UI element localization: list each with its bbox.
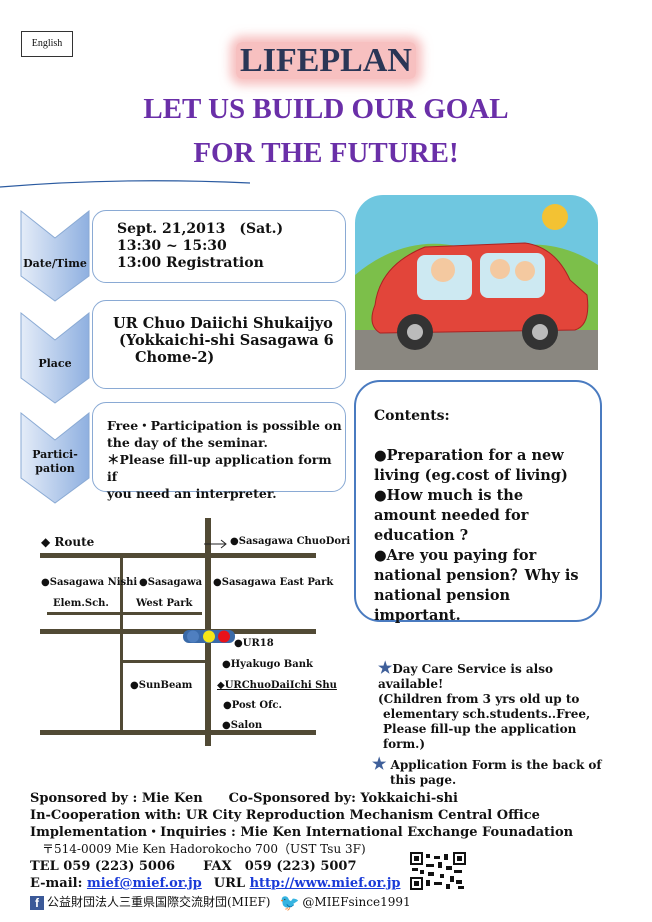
fax-text: FAX 059 (223) 5007 bbox=[203, 859, 357, 874]
qr-code[interactable] bbox=[410, 852, 466, 890]
date-time-box: Sept. 21,2013 (Sat.) 13:30 ~ 15:30 13:00… bbox=[92, 210, 346, 283]
place-name: UR Chuo Daiichi Shukaijyo bbox=[113, 315, 333, 332]
english-language-button[interactable]: English bbox=[21, 31, 73, 57]
time-text: 13:30 ~ 15:30 bbox=[117, 238, 227, 254]
email-link[interactable]: mief@mief.or.jp bbox=[86, 876, 202, 891]
map-label: ●Sasagawa Nishi bbox=[41, 577, 138, 588]
map-label: ●Post Ofc. bbox=[223, 700, 282, 711]
map-label: ●UR18 bbox=[234, 638, 274, 649]
twitter-handle[interactable]: @MIEFsince1991 bbox=[302, 895, 411, 909]
participation-box: Free・Participation is possible on the da… bbox=[92, 402, 346, 501]
place-box: UR Chuo Daiichi Shukaijyo (Yokkaichi-shi… bbox=[92, 300, 346, 389]
chevron-date-time: Date/Time bbox=[20, 210, 90, 302]
contents-heading: Contents: bbox=[374, 408, 450, 424]
participation-label-2: pation bbox=[35, 462, 75, 475]
participation-label-1: Partici- bbox=[32, 448, 78, 461]
participation-label: Partici-pation bbox=[20, 448, 90, 476]
daycare-detail: (Children from 3 yrs old up to bbox=[378, 692, 580, 706]
road bbox=[40, 730, 316, 735]
family-car-illustration bbox=[355, 195, 598, 370]
application-note-2: this page. bbox=[390, 773, 457, 787]
footer: Sponsored by : Mie Ken Co-Sponsored by: … bbox=[30, 790, 573, 911]
participation-line-3: ＊Please fill-up application form if bbox=[107, 452, 332, 484]
cooperation-text: In-Cooperation with: UR City Reproductio… bbox=[30, 808, 540, 823]
place-address-2: Chome-2) bbox=[135, 349, 215, 366]
date-time-label: Date/Time bbox=[23, 257, 87, 270]
daycare-detail: elementary sch.students..Free, bbox=[383, 707, 591, 721]
traffic-light-icon bbox=[183, 630, 235, 643]
participation-line-4: you need an interpreter. bbox=[107, 486, 277, 501]
place-label: Place bbox=[38, 357, 72, 370]
subtitle-line-2: FOR THE FUTURE! bbox=[193, 137, 459, 169]
contents-box: Contents: ●Preparation for a new living … bbox=[354, 380, 602, 624]
map-label: ●Hyakugo Bank bbox=[222, 659, 313, 670]
email-label: E-mail: bbox=[30, 876, 83, 891]
decorative-swoosh bbox=[0, 180, 251, 188]
title-text: LIFEPLAN bbox=[236, 42, 416, 79]
map-label: ●SunBeam bbox=[130, 680, 193, 691]
participation-line-1: Free・Participation is possible on bbox=[107, 418, 342, 433]
star-icon: ★ bbox=[378, 658, 393, 677]
star-icon: ★ bbox=[372, 754, 387, 773]
address-text: 〒514-0009 Mie Ken Hadorokocho 700（UST Ts… bbox=[42, 842, 366, 856]
route-heading: ◆ Route bbox=[41, 535, 95, 549]
facebook-name[interactable]: 公益財団法人三重県国際交流財団(MIEF) bbox=[47, 895, 271, 909]
place-address-1: (Yokkaichi-shi Sasagawa 6 bbox=[119, 332, 334, 349]
application-note: Application Form is the back of bbox=[390, 758, 602, 772]
chevron-place: Place bbox=[20, 312, 90, 404]
contents-item: ●Are you paying for national pension？Why… bbox=[374, 547, 579, 624]
subtitle-line-1: LET US BUILD OUR GOAL bbox=[143, 93, 509, 125]
notes: ★Day Care Service is also available! (Ch… bbox=[372, 658, 608, 788]
sponsor-text: Sponsored by : Mie Ken Co-Sponsored by: … bbox=[30, 791, 458, 806]
facebook-icon[interactable]: f bbox=[30, 895, 44, 910]
contents-item: ●How much is the amount needed for educa… bbox=[374, 487, 529, 544]
date-text: Sept. 21,2013 (Sat.) bbox=[117, 221, 284, 237]
route-map: ◆ Route ●Sasagawa ChuoDori ●Sasagawa Nis… bbox=[0, 0, 350, 760]
map-label: ●Sasagawa East Park bbox=[213, 577, 334, 588]
participation-line-2: the day of the seminar. bbox=[107, 435, 268, 450]
daycare-detail: Please fill-up the application form.) bbox=[383, 722, 577, 751]
road bbox=[122, 660, 208, 663]
map-label: Elem.Sch. bbox=[53, 598, 109, 609]
contents-item: ●Preparation for a new living (eg.cost o… bbox=[374, 447, 568, 484]
map-label: ●Sasagawa bbox=[139, 577, 203, 588]
daycare-note: Day Care Service is also available! bbox=[378, 662, 553, 691]
implementation-text: Implementation・Inquiries : Mie Ken Inter… bbox=[30, 825, 574, 840]
road bbox=[47, 612, 202, 615]
website-link[interactable]: http://www.mief.or.jp bbox=[249, 876, 401, 891]
url-label: URL bbox=[213, 876, 246, 891]
registration-text: 13:00 Registration bbox=[117, 255, 264, 271]
road bbox=[40, 629, 316, 634]
arrow-right-icon bbox=[204, 539, 227, 549]
map-label: ●Sasagawa ChuoDori bbox=[230, 536, 351, 547]
venue-map-label: ◆URChuoDaiIchi Shu bbox=[217, 680, 337, 691]
road bbox=[40, 553, 316, 558]
road bbox=[120, 555, 123, 733]
chevron-participation: Partici-pation bbox=[20, 412, 90, 504]
page-title: LIFEPLAN bbox=[0, 42, 652, 80]
map-label: ●Salon bbox=[222, 720, 263, 731]
twitter-icon[interactable]: 🐦 bbox=[279, 893, 300, 912]
tel-text: TEL 059 (223) 5006 bbox=[30, 859, 176, 874]
map-label: West Park bbox=[136, 598, 193, 609]
